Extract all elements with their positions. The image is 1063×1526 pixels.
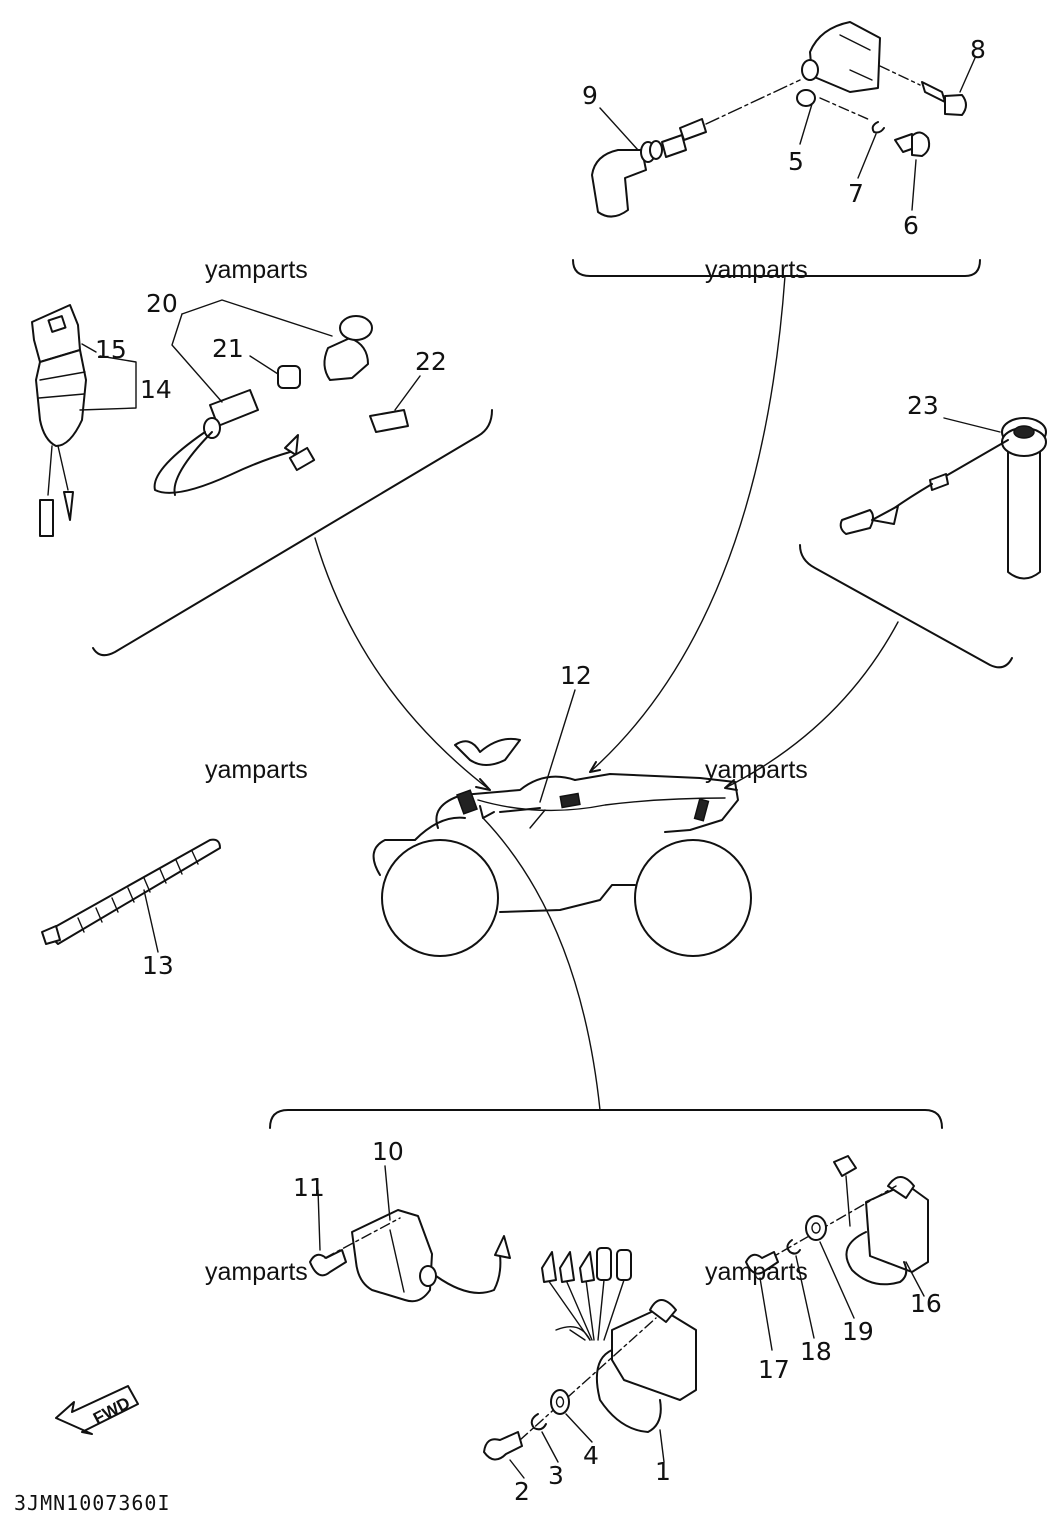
callout-1: 1: [655, 1457, 671, 1486]
callout-20: 20: [146, 289, 178, 318]
callout-5: 5: [788, 147, 804, 176]
callout-4: 4: [583, 1441, 599, 1470]
callout-23: 23: [907, 391, 939, 420]
callout-15: 15: [95, 335, 127, 364]
watermark-4: yamparts: [705, 756, 808, 784]
callout-22: 22: [415, 347, 447, 376]
bracket-top-right: [572, 259, 981, 277]
arrow-bottom: [479, 805, 495, 819]
watermark-5: yamparts: [205, 1258, 308, 1286]
harness-leader: [539, 689, 576, 803]
bottom-group: [309, 1155, 929, 1479]
leader-left-group: [314, 537, 491, 791]
callout-19: 19: [842, 1317, 874, 1346]
cable-tie: [41, 838, 221, 953]
leader-bottom-group: [482, 817, 601, 1111]
callout-21: 21: [212, 334, 244, 363]
bracket-left: [92, 409, 493, 657]
watermark-6: yamparts: [705, 1258, 808, 1286]
callout-2: 2: [514, 1477, 530, 1506]
callout-13: 13: [142, 951, 174, 980]
watermark-2: yamparts: [705, 256, 808, 284]
callout-8: 8: [970, 35, 986, 64]
callout-18: 18: [800, 1337, 832, 1366]
callout-12: 12: [560, 661, 592, 690]
callout-6: 6: [903, 211, 919, 240]
key-switch-group: [31, 299, 421, 537]
watermark-1: yamparts: [205, 256, 308, 284]
diagram-code: 3JMN1007360I: [14, 1491, 171, 1515]
callout-16: 16: [910, 1289, 942, 1318]
plug-cap-group: [591, 21, 976, 218]
callout-14: 14: [140, 375, 172, 404]
callout-10: 10: [372, 1137, 404, 1166]
leader-right-group: [724, 621, 899, 789]
bracket-right: [799, 544, 1013, 669]
callout-17: 17: [758, 1355, 790, 1384]
arrow-left: [475, 778, 491, 791]
fwd-arrow: FWD: [55, 1385, 139, 1435]
arrow-right: [724, 779, 738, 791]
callout-3: 3: [548, 1461, 564, 1490]
arrow-top: [589, 761, 601, 773]
atv-outline: [372, 737, 752, 957]
watermark-3: yamparts: [205, 756, 308, 784]
leader-top-group: [589, 275, 786, 773]
callout-11: 11: [293, 1173, 325, 1202]
bracket-bottom: [269, 1109, 943, 1129]
callout-7: 7: [848, 179, 864, 208]
callout-9: 9: [582, 81, 598, 110]
thermo-unit-group: [839, 417, 1047, 580]
